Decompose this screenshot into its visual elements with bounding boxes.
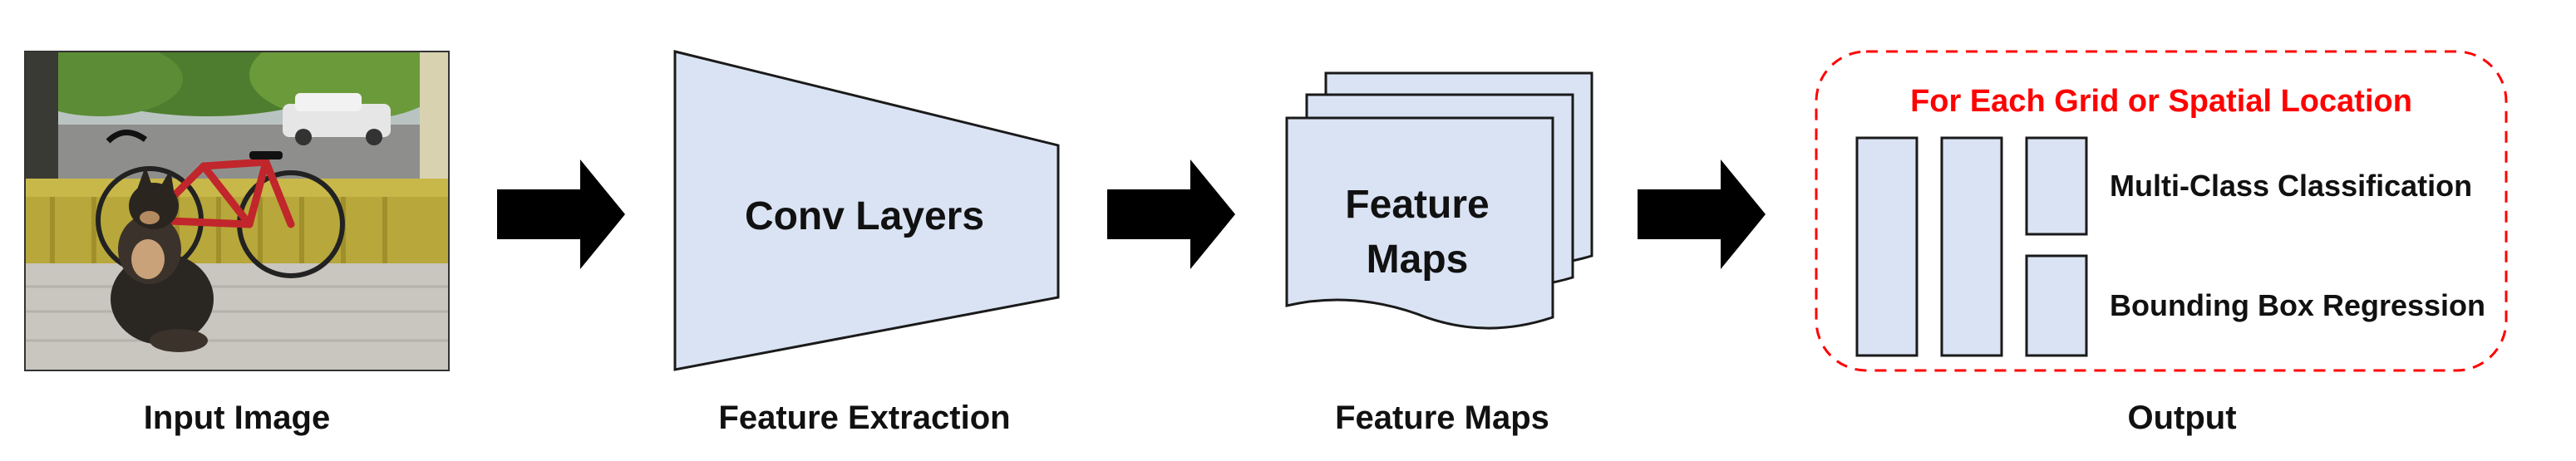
input-image [24,51,450,371]
arrow-right-icon [1107,159,1235,269]
classification-head-block [2025,136,2088,236]
arrow-right-icon [1638,159,1766,269]
regression-head-label: Bounding Box Regression [2110,288,2485,322]
output-box-title: For Each Grid or Spatial Location [1910,84,2412,119]
arrow-right-icon [497,159,625,269]
feature-maps-title-line1: Feature [1345,183,1489,227]
conv-layers-block [673,50,1060,371]
classification-head-label: Multi-Class Classification [2110,169,2472,203]
feature-maps-title-line2: Maps [1367,238,1469,282]
feature-maps-stack [1285,71,1593,330]
regression-head-block [2025,254,2088,357]
output-tensor-bar [1940,136,2003,357]
conv-layers-label: Conv Layers [745,194,984,238]
input-image-label: Input Image [144,400,330,436]
feature-extraction-label: Feature Extraction [718,400,1010,436]
feature-maps-label: Feature Maps [1335,400,1549,436]
output-box [1815,50,2508,372]
output-tensor-bar [1855,136,1918,357]
output-label: Output [2127,400,2236,436]
